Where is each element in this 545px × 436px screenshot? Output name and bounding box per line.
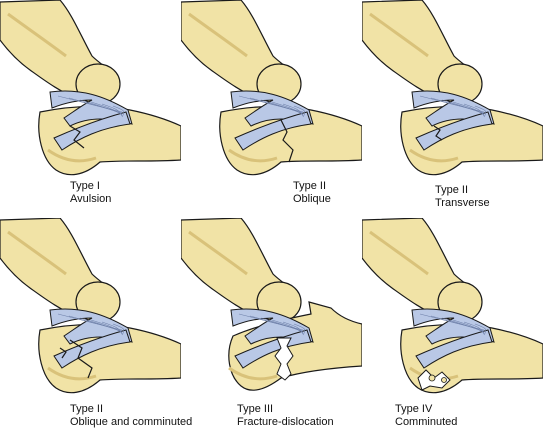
- annular-ligament: [234, 111, 312, 151]
- caption: Type III Fracture-dislocation: [237, 403, 334, 429]
- elbow-illustration: [362, 0, 543, 176]
- caption: Type II Oblique: [293, 180, 331, 206]
- type-label: Type I: [70, 180, 100, 192]
- fracture-fragment: [59, 347, 67, 359]
- fracture-description: Fracture-dislocation: [237, 416, 334, 428]
- bone-fragment: [441, 377, 447, 383]
- ulna-shading: [47, 148, 97, 163]
- fracture-description: Oblique: [293, 193, 331, 205]
- humerus-shading: [7, 12, 67, 58]
- comminuted-fracture: [274, 337, 294, 381]
- ligament-fiber: [463, 321, 485, 335]
- panel-type-ii-transverse: Type II Transverse: [362, 0, 543, 218]
- type-label: Type III: [237, 403, 274, 415]
- ligament-fiber: [452, 319, 485, 334]
- annular-ligament: [234, 329, 312, 369]
- annular-ligament: [53, 329, 131, 369]
- ligament-fiber: [293, 323, 306, 336]
- panel-type-i-avulsion: Type I Avulsion: [0, 0, 181, 218]
- ligament-fiber: [271, 101, 304, 116]
- fracture-line: [433, 125, 443, 141]
- elbow-illustration: [362, 218, 543, 394]
- elbow-illustration: [181, 218, 362, 391]
- annular-ligament: [53, 111, 131, 151]
- elbow-illustration: [0, 218, 181, 394]
- ligament-fiber: [112, 105, 125, 118]
- ligament-fiber: [474, 105, 487, 118]
- type-label: Type II: [70, 403, 104, 415]
- fracture-line: [280, 119, 294, 163]
- type-label: Type II: [293, 180, 327, 192]
- fracture-line: [69, 339, 93, 379]
- type-label: Type IV: [395, 403, 433, 415]
- panel-type-ii-oblique: Type II Oblique: [181, 0, 362, 218]
- panel-type-iii-fracture-dislocation: Type III Fracture-dislocation: [181, 218, 362, 436]
- ligament-fiber: [463, 103, 485, 117]
- elbow-illustration: [181, 0, 362, 176]
- fracture-description: Transverse: [435, 197, 490, 209]
- annular-ligament: [415, 329, 493, 369]
- ligament-fiber: [282, 321, 304, 335]
- ulna-shading: [228, 366, 278, 381]
- panel-type-ii-oblique-comminuted: Type II Oblique and comminuted: [0, 218, 192, 436]
- ligament-fiber: [101, 321, 123, 335]
- caption: Type II Oblique and comminuted: [70, 403, 192, 429]
- bone-fragment: [428, 374, 436, 382]
- caption: Type II Transverse: [435, 184, 490, 210]
- annular-ligament: [415, 111, 493, 151]
- ligament-fiber: [452, 101, 485, 116]
- fracture-description: Comminuted: [395, 416, 458, 428]
- humerus-shading: [188, 230, 248, 276]
- ligament-fiber: [271, 319, 304, 334]
- fracture-line: [69, 125, 85, 149]
- fracture-description: Avulsion: [70, 193, 112, 205]
- ligament-fiber: [293, 105, 306, 118]
- ulna-shading: [409, 148, 459, 163]
- elbow-illustration: [0, 0, 181, 176]
- ulna-shading: [47, 366, 97, 381]
- panel-type-iv-comminuted: Type IV Comminuted: [362, 218, 543, 436]
- humerus-shading: [369, 230, 429, 276]
- ulna: [228, 301, 362, 391]
- humerus-shading: [369, 12, 429, 58]
- humerus-shading: [188, 12, 248, 58]
- caption: Type IV Comminuted: [395, 403, 457, 429]
- ligament-fiber: [112, 323, 125, 336]
- type-label: Type II: [435, 184, 469, 196]
- fracture-description: Oblique and comminuted: [70, 416, 193, 428]
- ligament-fiber: [90, 101, 123, 116]
- humerus-shading: [7, 230, 67, 276]
- ligament-fiber: [474, 323, 487, 336]
- ligament-fiber: [282, 103, 304, 117]
- ligament-fiber: [90, 319, 123, 334]
- caption: Type I Avulsion: [70, 180, 111, 206]
- ligament-fiber: [101, 103, 123, 117]
- ulna-shading: [228, 148, 278, 163]
